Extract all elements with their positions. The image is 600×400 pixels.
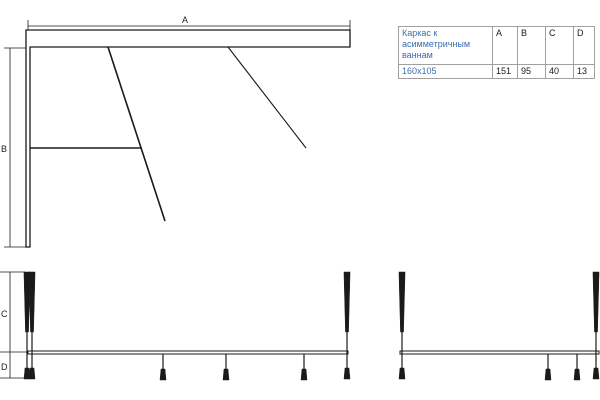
value-d: 13 [573, 64, 595, 79]
table-title: Каркас к асимметричным ваннам [398, 26, 493, 65]
tall-leg [592, 271, 600, 380]
column-header-b: B [517, 26, 546, 65]
tall-leg [343, 271, 351, 380]
short-leg [544, 354, 552, 381]
dimension-b: B [1, 47, 26, 248]
value-b: 95 [517, 64, 546, 79]
dimension-c-label: C [1, 309, 8, 319]
tall-leg [28, 271, 36, 380]
short-leg [159, 354, 167, 381]
value-c: 40 [545, 64, 574, 79]
tall-leg [398, 271, 406, 380]
dimension-table: Каркас к асимметричным ваннам A B C D 16… [398, 26, 595, 79]
short-leg [222, 354, 230, 381]
diagonal-strut-left [107, 46, 166, 222]
side-view-left: C D [0, 271, 351, 381]
dimension-d-label: D [1, 362, 8, 372]
side-bar-right [399, 350, 600, 355]
dimension-b-label: B [1, 144, 7, 154]
size-cell: 160x105 [398, 64, 493, 79]
dimension-a-label: A [182, 15, 188, 25]
diagonal-strut-right [227, 46, 307, 149]
frame-outline [25, 29, 351, 248]
dimension-a: A [27, 15, 351, 30]
dimension-d: D [0, 352, 25, 379]
table-row: 160x105 151 95 40 13 [398, 64, 595, 79]
side-bar-left [27, 350, 349, 355]
column-header-c: C [545, 26, 574, 65]
value-a: 151 [492, 64, 518, 79]
plan-view: A B [1, 15, 351, 248]
side-view-right [398, 271, 600, 381]
table-header-row: Каркас к асимметричным ваннам A B C D [398, 26, 595, 65]
column-header-d: D [573, 26, 595, 65]
dimension-c: C [0, 271, 28, 353]
tall-leg [23, 271, 31, 380]
short-leg [573, 354, 581, 381]
column-header-a: A [492, 26, 518, 65]
short-leg [300, 354, 308, 381]
